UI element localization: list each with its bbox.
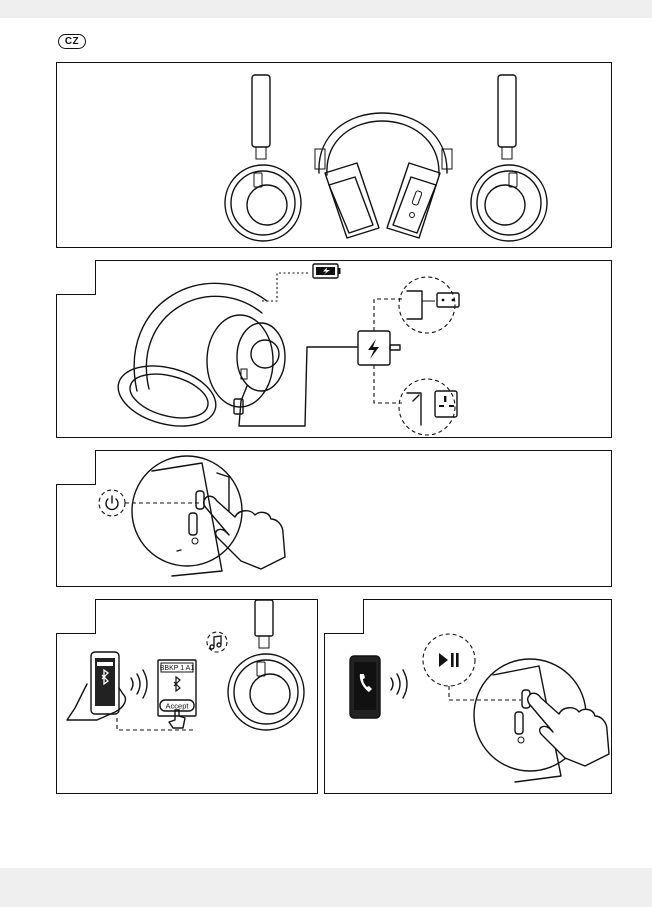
- panel-overview: [56, 62, 612, 248]
- panel-power-on: [56, 450, 612, 587]
- detail-circle: [132, 456, 242, 566]
- power-icon: [99, 490, 125, 516]
- bluetooth-icon: [174, 677, 180, 691]
- panel-charging: [56, 260, 612, 438]
- socket-uk: [399, 379, 457, 435]
- music-note-icon: [207, 632, 227, 652]
- accept-label: Accept: [166, 702, 190, 711]
- device-name: BBKP 1 A1: [160, 665, 195, 672]
- headphone-side: [228, 600, 304, 730]
- language-badge: CZ: [58, 34, 86, 49]
- calls-illustration: [325, 600, 613, 795]
- pairing-illustration: BBKP 1 A1 Accept: [57, 600, 319, 795]
- power-button: [196, 491, 204, 509]
- bottom-band: [0, 868, 652, 907]
- top-band: [0, 0, 652, 18]
- ear-cup: [207, 315, 273, 407]
- headphone-side-right: [471, 75, 547, 241]
- headphone-front: [315, 113, 452, 238]
- overview-illustration: [57, 63, 613, 249]
- finger-tap: [169, 710, 185, 728]
- battery-charging-icon: [313, 264, 341, 278]
- finger-press: [528, 693, 609, 766]
- panel-pairing: BBKP 1 A1 Accept: [56, 599, 318, 794]
- power-on-illustration: [57, 451, 613, 588]
- play-pause-icon: [423, 634, 475, 686]
- panel-calls: [324, 599, 612, 794]
- lightning-icon: [368, 339, 379, 359]
- socket-eu: [399, 277, 459, 333]
- charging-illustration: [57, 261, 613, 439]
- usb-cable: [239, 347, 357, 426]
- headphone-side-left: [225, 75, 301, 241]
